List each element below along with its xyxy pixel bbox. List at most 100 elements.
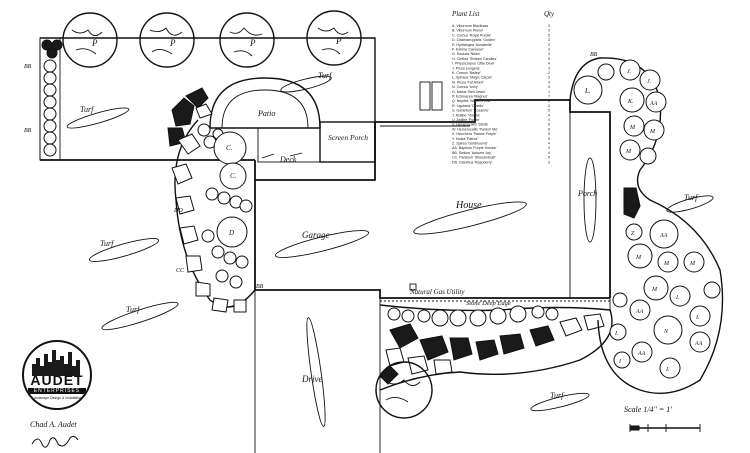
svg-text:M: M: [689, 261, 696, 267]
plant-list-qty: 4: [548, 118, 550, 122]
svg-text:J.: J.: [647, 79, 651, 85]
turf-areas: Turf Turf Turf Turf Turf Turf: [66, 71, 714, 412]
canopy-trees: P P P P: [62, 10, 362, 68]
turf-label: Turf: [550, 391, 565, 400]
svg-text:I.: I.: [675, 295, 680, 301]
plant-list-qty: 2: [548, 71, 550, 75]
plant-list-item: O. Malus 'Red Jewel': [452, 90, 486, 94]
patio-area: Patio Screen Porch Deck: [209, 77, 443, 164]
north-property-lines: [39, 37, 470, 161]
svg-text:Z: Z: [631, 231, 635, 237]
west-hedge: [39, 37, 63, 161]
turf-label: Turf: [318, 71, 333, 80]
west-planting-bed: C. C. D: [171, 119, 256, 313]
svg-text:P: P: [169, 38, 176, 48]
svg-text:C.: C.: [226, 144, 233, 152]
bb-marker: BB: [24, 128, 32, 134]
deck-label: Deck: [279, 155, 297, 164]
plant-list-item: C. Cornus 'Royal Purple': [452, 33, 491, 37]
bb-marker: BB: [590, 52, 598, 58]
plant-list-item: P. Echinacea 'Magnus': [452, 95, 488, 99]
plant-list-qty: 6: [548, 123, 550, 127]
plant-list-item: B. Viburnum Prevel: [452, 29, 483, 33]
dd-marker: DD: [173, 208, 183, 214]
plant-list-item: J. Picea pungens: [452, 66, 480, 70]
svg-text:L.: L.: [584, 87, 591, 95]
plant-list-qty: 4: [548, 80, 550, 84]
turf-label: Turf: [684, 193, 699, 202]
turf-label: Turf: [100, 239, 115, 248]
plant-list-qty: 3: [548, 38, 550, 42]
plant-list-item: D. Chamaecyparis 'Golden': [452, 38, 496, 42]
plant-list-qty: 6: [548, 127, 550, 131]
gas-utility-label: Natural Gas Utility: [409, 288, 465, 296]
svg-text:AA: AA: [637, 351, 646, 357]
plant-list-item: Q. Nepeta 'Walkers Low': [452, 99, 492, 103]
plant-list-qty: 5: [548, 57, 550, 61]
logo-name: AUDET: [30, 372, 84, 388]
plant-list-qty: 6: [548, 99, 550, 103]
plant-list-item: R. Ligularia 'Othello': [452, 104, 484, 108]
plant-list-qty: 4: [548, 142, 550, 146]
plant-list-qty: 5: [548, 132, 550, 136]
svg-text:M: M: [629, 125, 636, 131]
plant-list-qty: 3: [548, 24, 550, 28]
plant-list-item: I. Physocarpus 'Little Devil': [452, 62, 495, 66]
house-footprint: [254, 99, 611, 453]
plant-list-item: G. Deutzia 'Nikko': [452, 52, 481, 56]
plant-list-item: CC. Panicum 'Shenandoah': [452, 156, 496, 160]
cc-marker: CC: [176, 268, 185, 274]
plant-list-qty-header: Qty: [544, 10, 555, 18]
plant-list-item: N. Cornus 'Ivory': [452, 85, 479, 89]
plant-list-qty: 3: [548, 146, 550, 150]
plant-list-item: S. Geranium 'Rozanne': [452, 109, 489, 113]
house-label: House: [455, 200, 482, 211]
svg-text:AA: AA: [649, 101, 658, 107]
plant-list-qty: 3: [548, 76, 550, 80]
turf-label: Turf: [80, 105, 95, 114]
plant-list-qty: 5: [548, 109, 550, 113]
svg-text:M: M: [649, 129, 656, 135]
plant-list-qty: 5: [548, 85, 550, 89]
plant-list-qty: 5: [548, 33, 550, 37]
plant-list-qty: 4: [548, 113, 550, 117]
east-planting-bed: L. J. J. K. AA M M M Z AA M M M M I. AA …: [569, 57, 724, 395]
stone-edge-label: Stone Deep Edge: [466, 300, 511, 307]
svg-text:I.: I.: [665, 367, 670, 373]
designer-signature: [31, 435, 79, 448]
plant-list-item: V. Hemerocallis 'Stella': [452, 123, 489, 127]
plant-list-item: Y. Hosta 'Patriot': [452, 137, 478, 141]
plant-list-item: K. Cornus 'Baileyi': [452, 71, 481, 75]
svg-text:I: I: [618, 359, 622, 365]
svg-text:M: M: [651, 287, 658, 293]
plant-list-qty: 3: [548, 29, 550, 33]
plant-list-item: DD. Dianthus 'Raspberry': [452, 160, 493, 164]
svg-text:I.: I.: [695, 315, 700, 321]
plant-list-qty: 3: [548, 66, 550, 70]
plant-list-qty: 5: [548, 156, 550, 160]
svg-text:N: N: [663, 329, 669, 335]
plant-list-qty: 4: [548, 62, 550, 66]
bb-marker: BB: [256, 284, 264, 290]
plant-list-item: AA. Baptisia 'Purple Smoke': [452, 146, 497, 150]
company-logo: AUDET ENTERPRISES Landscape Design & Ins…: [22, 340, 92, 410]
svg-text:AA: AA: [694, 341, 703, 347]
svg-text:M: M: [635, 255, 642, 261]
svg-text:M: M: [625, 149, 632, 155]
svg-text:P: P: [249, 38, 256, 48]
logo-tagline: Landscape Design & Installation: [31, 396, 82, 400]
plant-list-qty: 7: [548, 95, 550, 99]
svg-text:J.: J.: [627, 69, 631, 75]
svg-text:AA: AA: [659, 233, 668, 239]
plant-list-qty: 1: [548, 90, 550, 94]
plant-list-item: M. Picea 'Fat Albert': [452, 80, 484, 84]
skyline-icon: [32, 350, 80, 376]
house-labels: House Garage Porch Drive: [274, 157, 597, 427]
plant-list-item: A. Viburnum Blackhaw: [452, 24, 488, 28]
svg-text:D: D: [228, 229, 234, 237]
garage-label: Garage: [302, 230, 330, 240]
svg-text:P: P: [335, 36, 342, 46]
svg-text:P: P: [91, 38, 98, 48]
designer-name: Chad A. Audet: [30, 420, 77, 429]
